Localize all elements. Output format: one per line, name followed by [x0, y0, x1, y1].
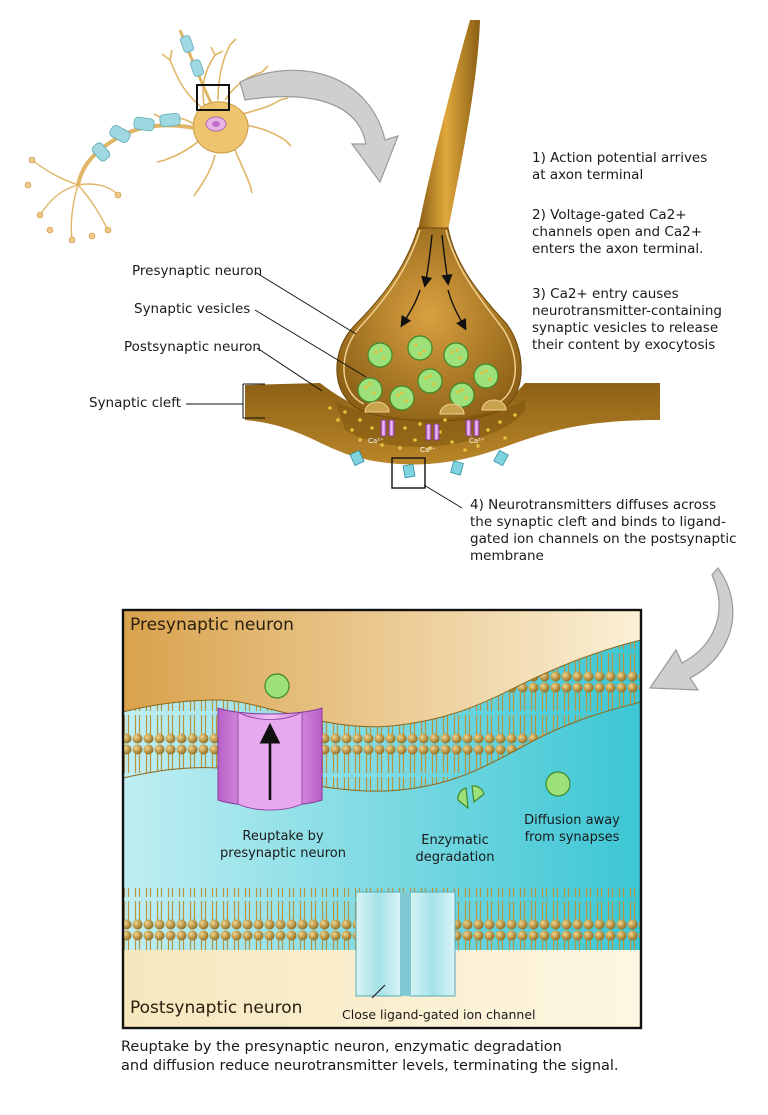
reuptake-label: Reuptake by presynaptic neuron [208, 828, 358, 862]
diffusing-neurotransmitter [546, 772, 570, 796]
ca-ion-label: Ca²⁺ [420, 446, 436, 454]
diffusion-label: Diffusion away from synapses [512, 812, 632, 846]
channel-label: Close ligand-gated ion channel [342, 1006, 536, 1023]
step-1-text: 1) Action potential arrives at axon term… [532, 150, 707, 184]
label-presynaptic-neuron: Presynaptic neuron [132, 263, 262, 280]
zoom-arrow [240, 70, 398, 182]
figure-caption: Reuptake by the presynaptic neuron, enzy… [121, 1038, 619, 1076]
ligand-gated-channel [356, 892, 455, 996]
ca-ion-label: Ca²⁺ [368, 437, 384, 445]
zoom-arrow-2 [650, 568, 733, 690]
ca-ion-label: Ca²⁺ [469, 437, 485, 445]
enzymatic-label: Enzymatic degradation [400, 832, 510, 866]
label-postsynaptic-neuron: Postsynaptic neuron [124, 339, 261, 356]
inset-postsynaptic-label: Postsynaptic neuron [130, 998, 302, 1018]
neurotransmitter-molecule [265, 674, 289, 698]
neuron-illustration [25, 30, 291, 243]
inset-presynaptic-label: Presynaptic neuron [130, 615, 294, 635]
step-2-text: 2) Voltage-gated Ca2+ channels open and … [532, 207, 703, 258]
step-3-text: 3) Ca2+ entry causes neurotransmitter-co… [532, 286, 722, 354]
label-synaptic-cleft: Synaptic cleft [89, 395, 181, 412]
label-synaptic-vesicles: Synaptic vesicles [134, 301, 250, 318]
step-4-text: 4) Neurotransmitters diffuses across the… [470, 497, 737, 565]
